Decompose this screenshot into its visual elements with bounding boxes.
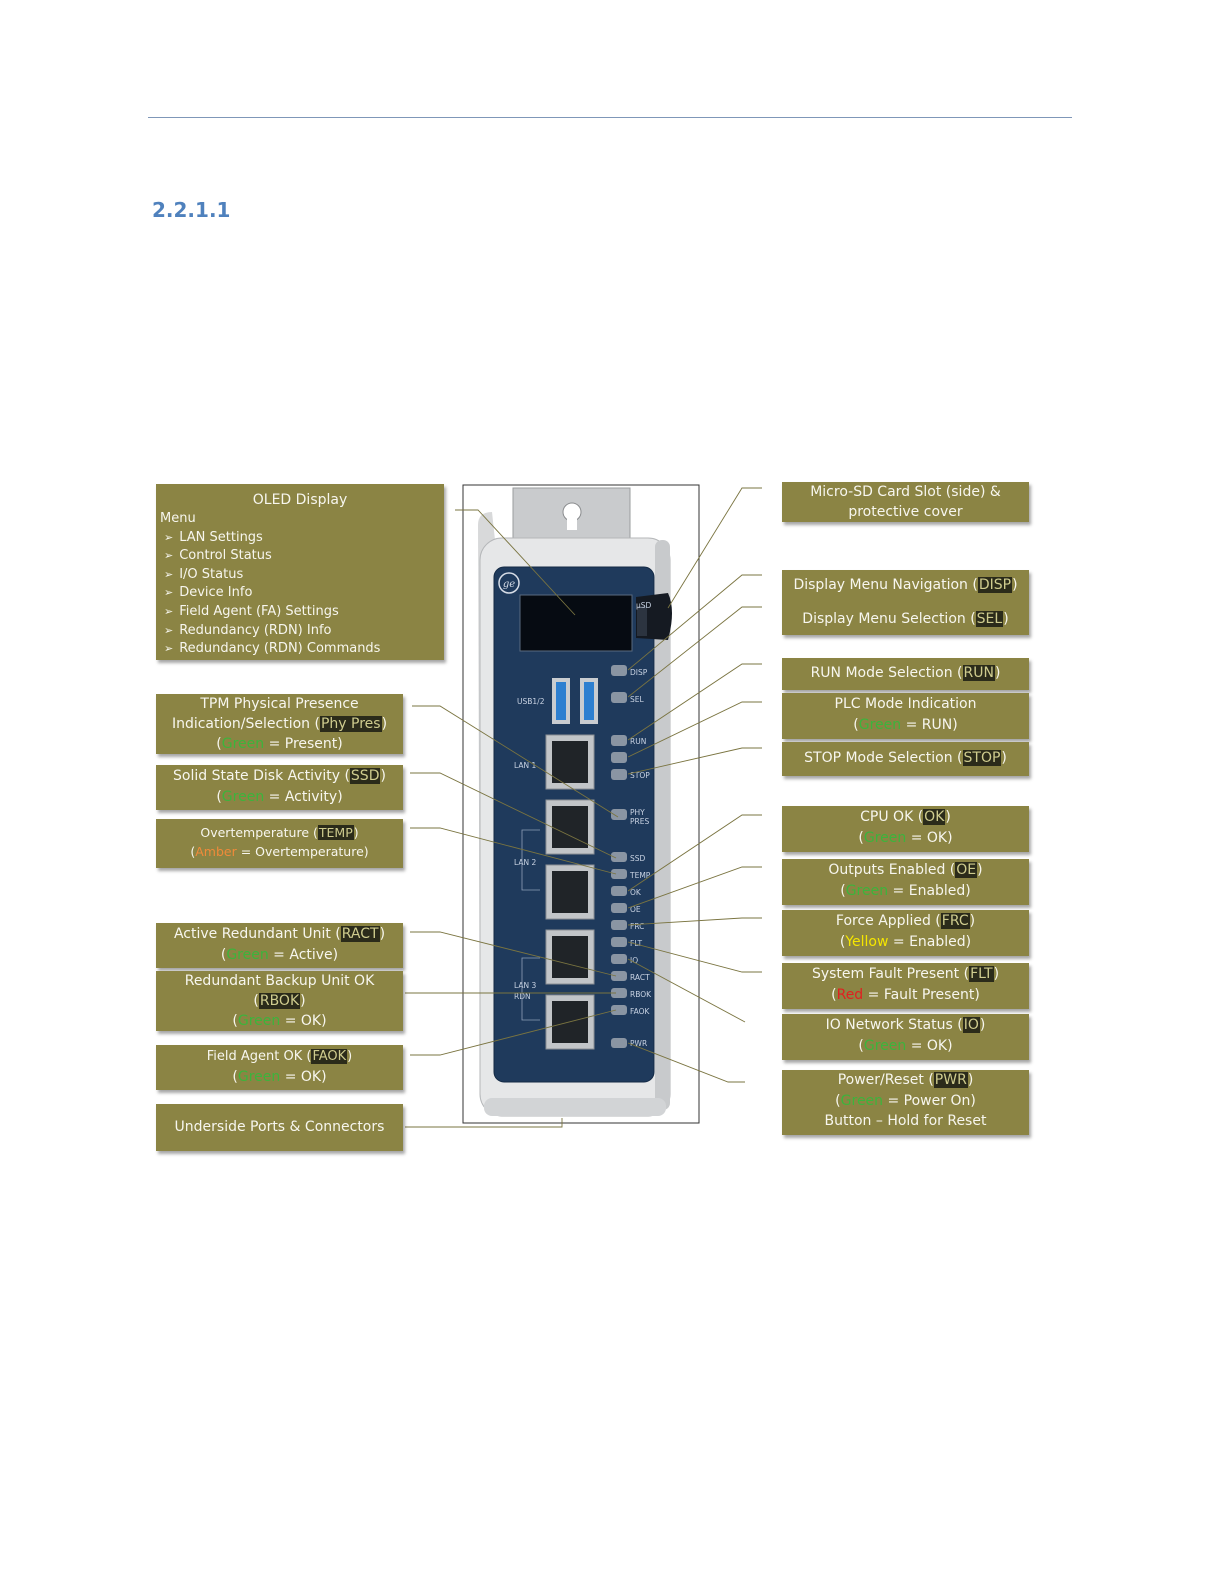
tpm-callout: TPM Physical Presence Indication/Selecti… [156,694,403,754]
svg-text:LAN 2: LAN 2 [514,858,536,867]
outputs-enabled-callout: Outputs Enabled (OE) (Green = Enabled) [782,859,1029,905]
photo-frame [462,484,700,1124]
svg-text:RUN: RUN [630,737,646,746]
svg-text:LAN 1: LAN 1 [514,761,536,770]
oled-display-callout: OLED Display Menu ➢LAN Settings ➢Control… [156,484,444,660]
svg-text:PRES: PRES [630,817,649,826]
mounting-tab [512,487,631,541]
svg-text:μSD: μSD [636,601,652,610]
oled-menu-item: ➢Redundancy (RDN) Info [164,622,332,638]
arrow-bullet-icon: ➢ [164,567,174,581]
microsd-callout: Micro-SD Card Slot (side) & protective c… [782,482,1029,522]
ract-callout: Active Redundant Unit (RACT) (Green = Ac… [156,923,403,968]
disp-sel-callout: Display Menu Navigation (DISP) Display M… [782,570,1029,635]
header-rule [148,117,1072,118]
plc-mode-callout: PLC Mode Indication (Green = RUN) [782,693,1029,739]
svg-text:RACT: RACT [630,973,650,982]
oled-title: OLED Display [252,492,348,508]
microsd-slot: μSD [636,593,672,640]
faok-callout: Field Agent OK (FAOK) (Green = OK) [156,1045,403,1090]
svg-text:ge: ge [503,579,515,590]
arrow-bullet-icon: ➢ [164,604,174,618]
svg-text:DISP: DISP [630,668,648,677]
svg-text:FRC: FRC [630,922,644,931]
led-column: DISP SEL RUN STOP PHY PRES SSD TEMP OK O… [611,665,652,1048]
io-network-callout: IO Network Status (IO) (Green = OK) [782,1014,1029,1060]
section-heading: 2.2.1.1 [152,198,231,222]
svg-text:USB1/2: USB1/2 [517,697,545,706]
force-applied-callout: Force Applied (FRC) (Yellow = Enabled) [782,910,1029,956]
arrow-bullet-icon: ➢ [164,642,174,656]
leader-lines [405,487,762,1128]
arrow-bullet-icon: ➢ [164,586,174,600]
svg-text:IO: IO [630,956,638,965]
system-fault-callout: System Fault Present (FLT) (Red = Fault … [782,963,1029,1009]
temp-callout: Overtemperature (TEMP) (Amber = Overtemp… [156,819,403,868]
svg-text:LAN 3: LAN 3 [514,981,536,990]
oled-menu-item: ➢I/O Status [164,566,244,582]
lan-ports: LAN 1 LAN 2 LAN 3 RDN [514,734,595,1050]
oled-menu-item: ➢Device Info [164,585,253,601]
arrow-bullet-icon: ➢ [164,623,174,637]
oled-menu-item: ➢Redundancy (RDN) Commands [164,641,381,657]
usb-ports: USB1/2 [517,678,598,724]
svg-text:PWR: PWR [630,1039,647,1048]
svg-text:SEL: SEL [630,695,644,704]
ssd-callout: Solid State Disk Activity (SSD) (Green =… [156,765,403,810]
svg-text:FLT: FLT [630,939,642,948]
ge-logo: ge [498,572,520,594]
svg-text:PHY: PHY [630,808,645,817]
run-callout: RUN Mode Selection (RUN) [782,658,1029,690]
svg-text:OE: OE [630,905,641,914]
underside-ports-callout: Underside Ports & Connectors [156,1104,403,1151]
oled-screen [519,594,633,652]
cpu-ok-callout: CPU OK (OK) (Green = OK) [782,806,1029,852]
svg-text:OK: OK [630,888,642,897]
svg-text:RBOK: RBOK [630,990,652,999]
rbok-callout: Redundant Backup Unit OK (RBOK) (Green =… [156,971,403,1031]
oled-menu-label: Menu [160,511,196,526]
oled-menu-item: ➢LAN Settings [164,529,263,545]
oled-menu-item: ➢Field Agent (FA) Settings [164,603,339,619]
power-reset-callout: Power/Reset (PWR) (Green = Power On) But… [782,1070,1029,1135]
oled-menu-item: ➢Control Status [164,548,272,564]
arrow-bullet-icon: ➢ [164,549,174,563]
svg-text:STOP: STOP [630,771,650,780]
stop-callout: STOP Mode Selection (STOP) [782,742,1029,776]
arrow-bullet-icon: ➢ [164,530,174,544]
svg-text:TEMP: TEMP [629,871,651,880]
svg-text:FAOK: FAOK [630,1007,651,1016]
svg-text:SSD: SSD [630,854,646,863]
